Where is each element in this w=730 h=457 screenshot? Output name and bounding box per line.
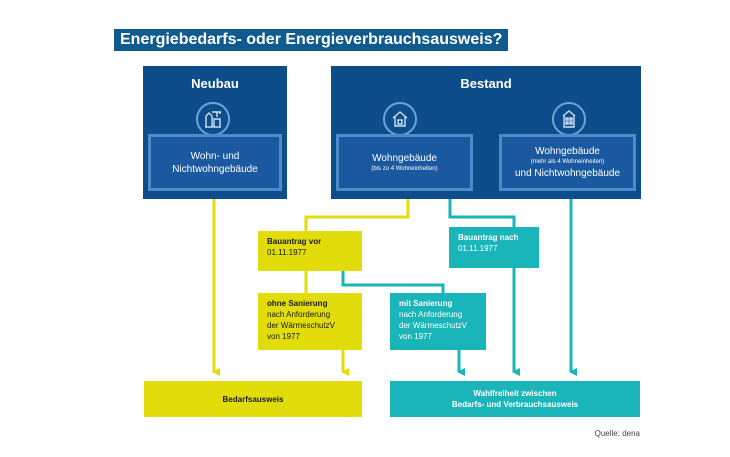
- bestand-panel: Bestand Wohngebäude (bis zu 4 Wohneinhei…: [331, 66, 641, 199]
- bestand-right-line3: und Nichtwohngebäude: [514, 168, 621, 179]
- apartment-house-icon: [552, 102, 586, 136]
- bedarfsausweis-label: Bedarfsausweis: [222, 394, 284, 404]
- neubau-box: Wohn- und Nichtwohngebäude: [148, 134, 282, 191]
- neubau-header: Neubau: [191, 76, 239, 91]
- bestand-header: Bestand: [460, 76, 512, 91]
- neubau-line1: Wohn- und: [190, 150, 240, 162]
- bauantrag-vor-box: Bauantrag vor 01.11.1977: [258, 231, 362, 271]
- neubau-panel: Neubau Wohn- und Nichtwohngebäude: [143, 66, 287, 199]
- bestand-left-line2: (bis zu 4 Wohneinheiten): [371, 165, 438, 172]
- small-house-icon: [383, 102, 417, 136]
- ohne-sanierung-line1: ohne Sanierung: [267, 299, 328, 308]
- bauantrag-nach-line1: Bauantrag nach: [458, 233, 519, 242]
- bestand-right-line2: (mehr als 4 Wohneinheiten): [530, 159, 605, 165]
- bauantrag-nach-box: Bauantrag nach 01.11.1977: [449, 227, 539, 268]
- wahlfreiheit-line2: Bedarfs- und Verbrauchsausweis: [451, 400, 579, 409]
- bestand-left-box: Wohngebäude (bis zu 4 Wohneinheiten): [336, 134, 473, 191]
- bauantrag-vor-line2: 01.11.1977: [267, 248, 307, 257]
- source-note: Quelle: dena: [594, 429, 640, 438]
- mit-sanierung-line3: der WärmeschutzV: [399, 321, 468, 330]
- wahlfreiheit-line1: Wahlfreiheit zwischen: [473, 389, 557, 398]
- ohne-sanierung-line4: von 1977: [267, 332, 300, 341]
- ohne-sanierung-box: ohne Sanierung nach Anforderung der Wärm…: [258, 293, 362, 350]
- line-bestand-to-bauantrag-vor: [304, 199, 410, 231]
- bestand-right-box: Wohngebäude (mehr als 4 Wohneinheiten) u…: [499, 134, 636, 191]
- bauantrag-nach-line2: 01.11.1977: [458, 244, 498, 253]
- bauantrag-vor-line1: Bauantrag vor: [267, 237, 322, 246]
- bestand-right-line1: Wohngebäude: [535, 146, 600, 157]
- line-vor-to-mit: [341, 271, 445, 293]
- building-crane-icon: [196, 102, 230, 136]
- bestand-left-line1: Wohngebäude: [372, 152, 437, 164]
- mit-sanierung-box: mit Sanierung nach Anforderung der Wärme…: [390, 293, 486, 350]
- ohne-sanierung-line2: nach Anforderung: [267, 310, 331, 319]
- mit-sanierung-line1: mit Sanierung: [399, 299, 453, 308]
- neubau-line2: Nichtwohngebäude: [172, 163, 258, 175]
- mit-sanierung-line2: nach Anforderung: [399, 310, 463, 319]
- wahlfreiheit-result: Wahlfreiheit zwischen Bedarfs- und Verbr…: [390, 381, 640, 417]
- ohne-sanierung-line3: der WärmeschutzV: [267, 321, 336, 330]
- mit-sanierung-line4: von 1977: [399, 332, 432, 341]
- bedarfsausweis-result: Bedarfsausweis: [144, 381, 362, 417]
- diagram-title: Energiebedarfs- oder Energieverbrauchsau…: [114, 29, 509, 51]
- line-bestand-to-bauantrag-nach: [448, 199, 516, 227]
